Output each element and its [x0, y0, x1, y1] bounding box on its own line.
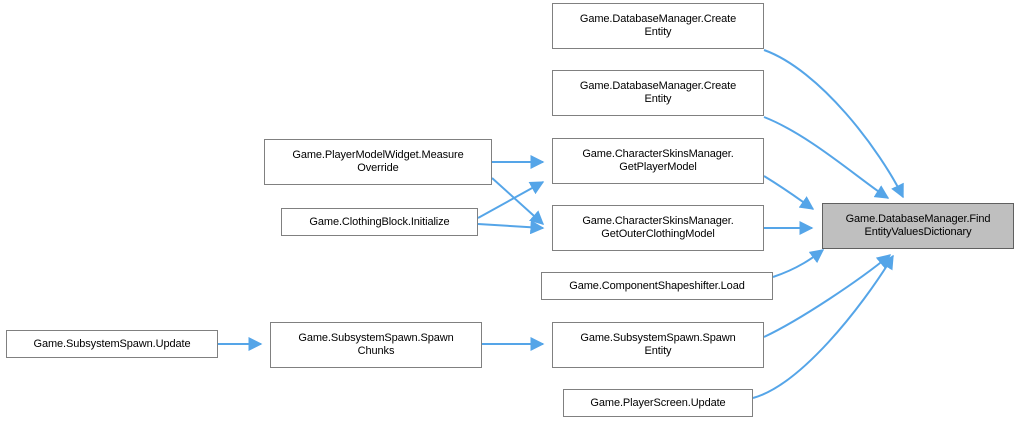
graph-edge	[772, 249, 825, 278]
graph-node[interactable]: Game.ComponentShapeshifter.Load	[541, 272, 773, 300]
graph-edge	[491, 177, 545, 225]
graph-node[interactable]: Game.PlayerScreen.Update	[563, 389, 753, 417]
graph-edge	[763, 254, 892, 338]
graph-node[interactable]: Game.SubsystemSpawn.Update	[6, 330, 218, 358]
graph-edge	[763, 116, 890, 199]
graph-edge	[477, 220, 545, 235]
graph-edge	[752, 254, 894, 399]
graph-node[interactable]: Game.SubsystemSpawn.Spawn Chunks	[270, 322, 482, 368]
graph-node[interactable]: Game.ClothingBlock.Initialize	[281, 208, 478, 236]
graph-edge	[763, 175, 815, 210]
graph-node-current[interactable]: Game.DatabaseManager.Find EntityValuesDi…	[822, 203, 1014, 249]
graph-node[interactable]: Game.CharacterSkinsManager. GetPlayerMod…	[552, 138, 764, 184]
graph-node[interactable]: Game.DatabaseManager.Create Entity	[552, 3, 764, 49]
graph-node[interactable]: Game.SubsystemSpawn.Spawn Entity	[552, 322, 764, 368]
graph-node[interactable]: Game.DatabaseManager.Create Entity	[552, 70, 764, 116]
graph-node[interactable]: Game.PlayerModelWidget.Measure Override	[264, 139, 492, 185]
graph-edge	[763, 49, 904, 199]
graph-edge	[477, 181, 545, 219]
graph-node[interactable]: Game.CharacterSkinsManager. GetOuterClot…	[552, 205, 764, 251]
